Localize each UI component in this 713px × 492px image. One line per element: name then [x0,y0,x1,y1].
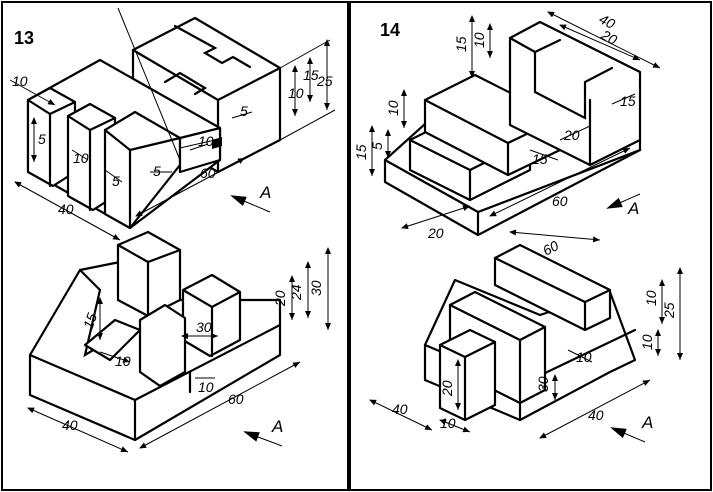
figure-14-top: 40 20 15 10 10 15 5 15 20 15 60 20 A [353,11,661,241]
dim-label: 15 [532,151,548,167]
dim-label: 5 [369,142,385,150]
figure-13-top: 10 5 10 5 40 5 10 5 60 10 15 25 A [9,7,336,241]
dim-label: 10 [639,334,655,350]
dim-label: 30 [308,280,324,296]
dim-label: 10 [576,349,592,365]
dim-label: 15 [303,67,319,83]
dim-label: 5 [153,163,161,179]
view-label: A [271,417,283,436]
dim-label: 60 [540,237,561,259]
panel-number: 14 [380,20,400,40]
dim-label: 10 [471,32,487,48]
dim-label: 25 [661,302,677,319]
dim-label: 40 [392,401,408,417]
view-label: A [641,413,653,432]
panel-13: 13 [9,7,336,453]
dim-label: 10 [198,133,214,149]
dim-label: 10 [73,150,89,166]
dim-label: 15 [453,36,469,52]
dim-label: 60 [228,391,244,407]
dim-label: 20 [427,225,444,241]
dim-label: 20 [598,26,620,48]
dim-label: 5 [38,131,46,147]
dim-label: 40 [597,11,618,33]
dim-label: 15 [620,93,636,109]
dim-label: 20 [272,290,288,307]
panel-number: 13 [14,28,34,48]
dim-label: 25 [316,73,333,89]
view-arrow [610,427,646,443]
view-label: A [627,199,639,218]
dim-label: 30 [196,319,212,335]
figure-13-bottom: 15 10 30 10 20 24 30 40 60 A [27,230,331,453]
dim-label: 40 [58,201,74,217]
dim-label: 5 [240,103,248,119]
panel-14: 14 [353,11,683,443]
dim-label: 15 [80,311,100,331]
front-post [438,328,497,422]
view-label: A [259,183,271,202]
dim-label: 30 [535,376,551,392]
dim-label: 10 [385,100,401,116]
dim-label: 10 [288,85,304,101]
figure-14-bottom: 60 10 25 10 20 10 10 30 40 40 A [369,229,683,443]
dim-label: 10 [198,379,214,395]
dim-label: 10 [440,415,456,431]
dim-label: 60 [200,165,216,181]
dim-label: 60 [552,193,568,209]
dim-label: 10 [643,290,659,306]
dim-label: 40 [588,407,604,423]
dim-label: 5 [112,173,120,189]
view-arrow [606,193,641,209]
dim-label: 20 [439,380,455,397]
dim-label: 40 [62,417,78,433]
view-arrow [243,431,283,447]
dim-label: 10 [12,73,28,89]
dim-label: 15 [353,144,369,160]
dim-label: 20 [563,127,580,143]
view-arrow [230,195,271,213]
dim-label: 24 [288,284,304,301]
dim-label: 10 [115,353,131,369]
